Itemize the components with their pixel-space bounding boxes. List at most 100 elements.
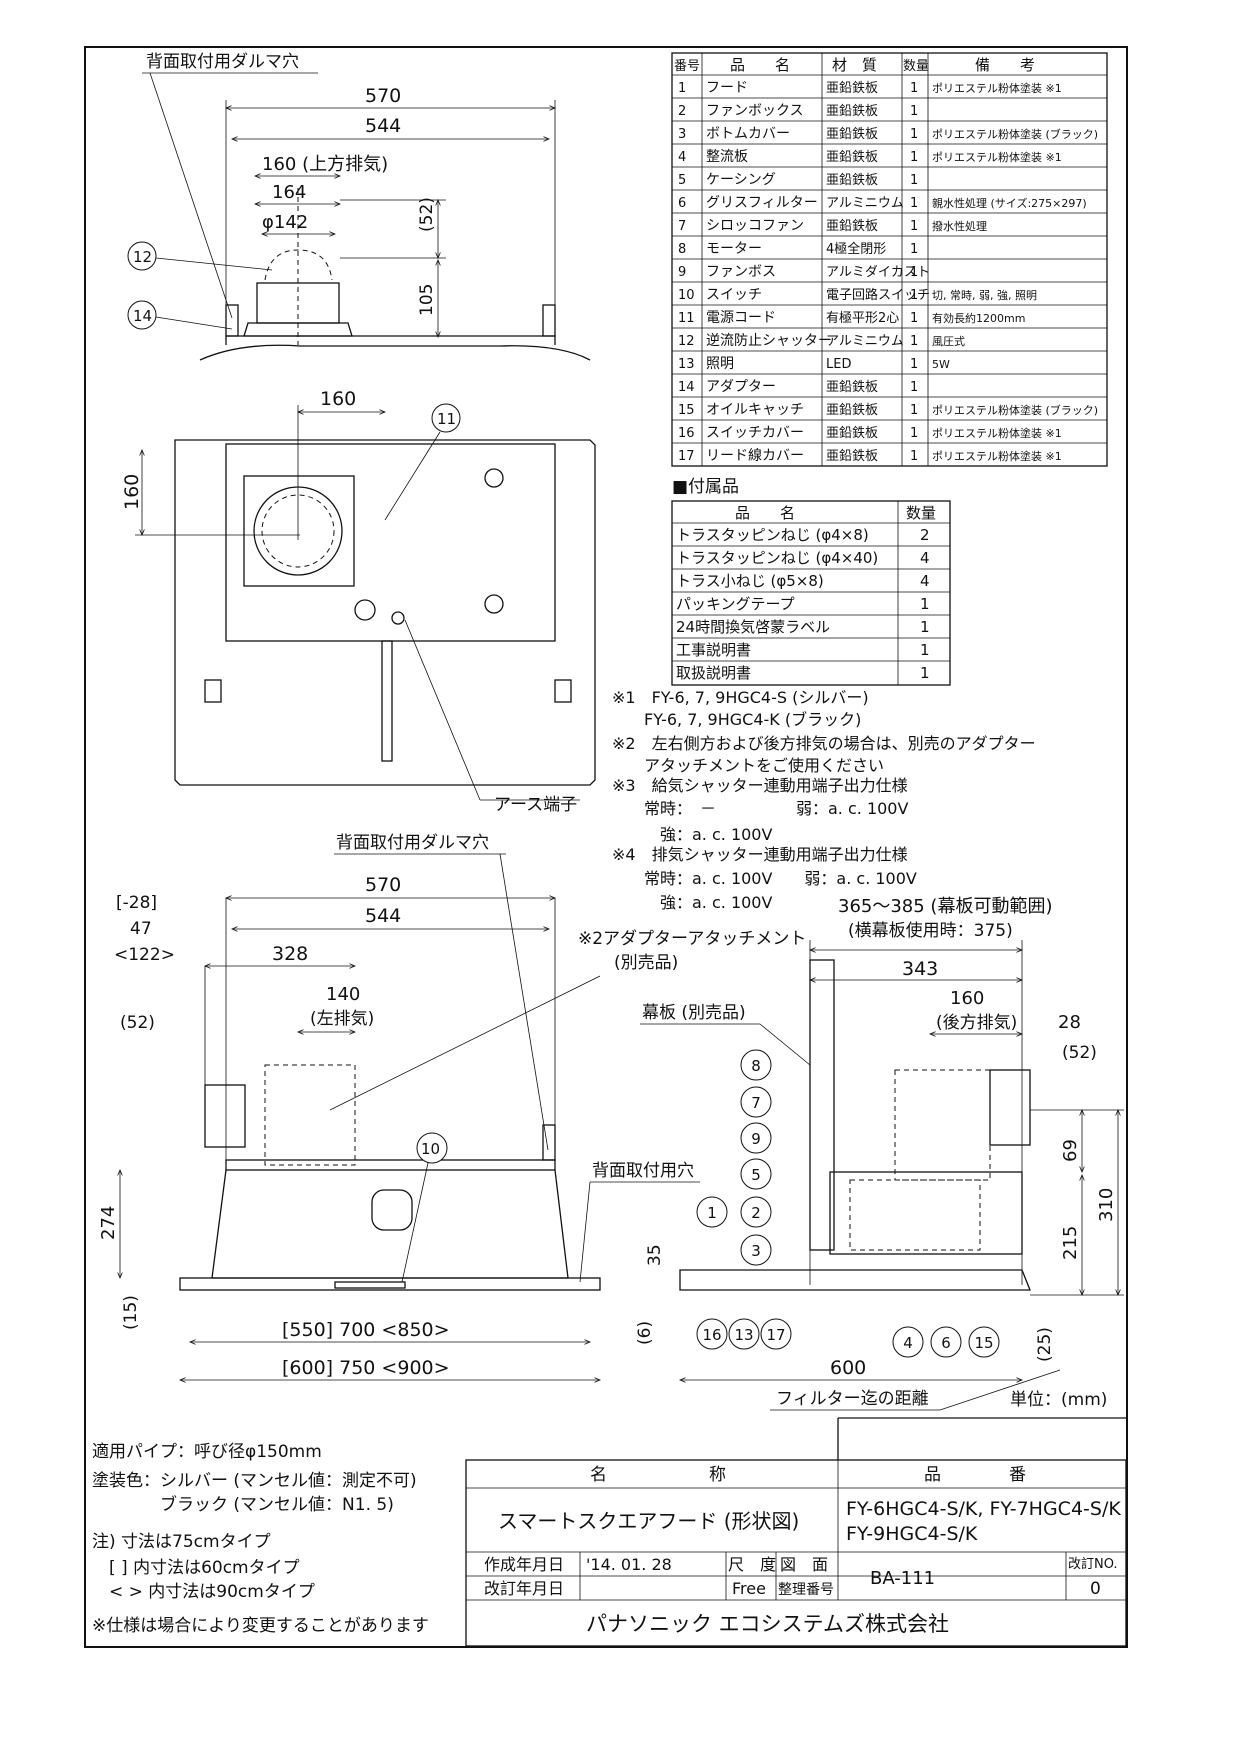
tb-rev-no-label: 改訂NO. [1068,1556,1118,1572]
side-adapter-sub: (別売品) [614,953,678,973]
parts-cell-12-4: 風圧式 [932,335,965,348]
parts-cell-1-4: ポリエステル粉体塗装 ※1 [932,81,1062,95]
parts-cell-15-3: 1 [910,403,918,418]
side-makuita: 幕板 (別売品) [642,1003,746,1023]
balloon-11 [431,403,461,433]
parts-header-note: 備 考 [975,56,1035,74]
accessories-title: ■付属品 [672,477,739,497]
side-balloon-label-3: 3 [751,1242,761,1260]
acc-qty-3: 1 [920,595,930,613]
right-note-8: 常時：a. c. 100V 弱：a. c. 100V [612,869,917,888]
parts-cell-12-0: 12 [678,334,695,349]
acc-name-3: パッキングテープ [676,595,795,613]
top-dim-544: 544 [365,115,401,137]
side-balloon-label-7: 7 [751,1094,761,1112]
parts-header-qty: 数量 [903,59,929,74]
top-dim-160: 160 (上方排気) [262,154,388,175]
parts-cell-8-2: 4極全閉形 [826,241,886,257]
parts-cell-9-2: アルミダイカスト [826,265,930,280]
back-hole-label: 背面取付用穴 [592,1161,694,1181]
parts-cell-4-3: 1 [910,150,918,165]
tb-name-header: 名 称 [590,1465,726,1485]
parts-cell-17-0: 17 [678,449,695,464]
parts-cell-13-2: LED [826,357,851,372]
parts-cell-7-0: 7 [678,219,686,234]
side-balloon-9 [740,1122,772,1154]
side-dim-35: 35 [645,1244,665,1266]
right-note-3: アタッチメントをご使用ください [612,756,884,775]
front-dim-15: (15) [121,1295,141,1330]
side-dim-52: (52) [1062,1043,1097,1063]
parts-cell-11-2: 有極平形2心 [826,310,899,326]
side-balloon-2 [740,1196,772,1228]
right-notes: ※1 FY-6, 7, 9HGC4-S (シルバー) FY-6, 7, 9HGC… [612,688,1036,912]
tb-drawing-label: 図 面 [780,1555,828,1574]
front-dharma-label: 背面取付用ダルマ穴 [336,833,489,853]
side-view: 365～385 (幕板可動範囲) (横幕板使用時：375) ※2アダプターアタッ… [329,896,1124,1411]
tb-revised-label: 改訂年月日 [484,1579,564,1598]
parts-cell-16-2: 亜鉛鉄板 [826,426,878,441]
parts-cell-13-1: 照明 [706,356,734,372]
parts-cell-9-0: 9 [678,265,686,280]
acc-qty-5: 1 [920,641,930,659]
acc-header-qty: 数量 [906,504,936,522]
parts-cell-8-3: 1 [910,242,918,257]
side-balloon-label-4: 4 [903,1334,913,1352]
parts-cell-16-3: 1 [910,426,918,441]
parts-cell-15-0: 15 [678,403,695,418]
right-note-9: 強：a. c. 100V [612,893,772,912]
title-block: 名 称 品 番 スマートスクエアフード (形状図) FY-6HGC4-S/K, … [465,1417,1127,1647]
side-balloon-8 [740,1049,772,1081]
parts-cell-1-2: 亜鉛鉄板 [826,81,878,96]
tb-rev-no: 0 [1090,1579,1101,1599]
bottom-note-4: [ ] 内寸法は60cmタイプ [92,1558,300,1578]
parts-cell-3-3: 1 [910,127,918,142]
side-balloon-15 [968,1326,1000,1358]
right-note-5: 常時： － 弱：a. c. 100V [612,799,908,818]
tb-scale-value: Free [732,1579,766,1598]
parts-cell-7-2: 亜鉛鉄板 [826,219,878,234]
parts-cell-7-4: 撥水性処理 [932,219,987,233]
parts-header-name: 品 名 [730,56,790,74]
parts-cell-6-4: 親水性処理 (サイズ:275×297) [932,196,1087,210]
parts-cell-7-1: シロッコファン [706,218,804,234]
front-dim-274: 274 [98,1206,119,1240]
side-filter-label: フィルター迄の距離 [776,1389,929,1409]
front-dim-47: 47 [130,919,152,939]
parts-cell-5-2: 亜鉛鉄板 [826,173,878,188]
parts-cell-14-1: アダプター [706,379,776,395]
right-note-1: FY-6, 7, 9HGC4-K (ブラック) [612,710,861,729]
parts-cell-10-4: 切, 常時, 弱, 強, 照明 [932,289,1037,302]
parts-cell-12-1: 逆流防止シャッター [706,333,832,349]
parts-cell-4-4: ポリエステル粉体塗装 ※1 [932,150,1062,164]
parts-cell-1-3: 1 [910,81,918,96]
side-dim-160: 160 [950,988,984,1009]
side-balloon-label-5: 5 [751,1166,761,1184]
side-dim-310: 310 [1096,1188,1117,1222]
parts-cell-17-1: リード線カバー [706,448,804,464]
parts-cell-4-0: 4 [678,150,686,165]
side-balloon-label-15: 15 [974,1334,993,1352]
tb-product-1: FY-6HGC4-S/K, FY-7HGC4-S/K [846,1498,1121,1520]
parts-cell-2-1: ファンボックス [706,103,804,119]
tb-product-header: 品 番 [924,1465,1026,1485]
balloon-14-label: 14 [133,307,152,325]
side-dim-69: 69 [1060,1139,1081,1162]
parts-cell-11-3: 1 [910,311,918,326]
parts-cell-10-1: スイッチ [706,287,762,303]
parts-cell-6-2: アルミニウム [826,196,904,211]
parts-cell-11-4: 有効長約1200mm [932,311,1025,325]
tb-product-2: FY-9HGC4-S/K [846,1523,978,1545]
side-range-label: 365～385 (幕板可動範囲) [838,896,1052,917]
front-dim-140: 140 [326,984,360,1005]
tb-drawing-number: BA-111 [870,1568,935,1589]
side-unit: 単位：(mm) [1010,1390,1107,1410]
parts-header-no: 番号 [674,59,700,74]
parts-cell-11-1: 電源コード [706,310,776,326]
tb-created-label: 作成年月日 [484,1555,564,1574]
acc-qty-1: 4 [920,549,930,567]
front-dim-28: [-28] [116,893,157,913]
bottom-note-3: 注) 寸法は75cmタイプ [92,1532,271,1552]
